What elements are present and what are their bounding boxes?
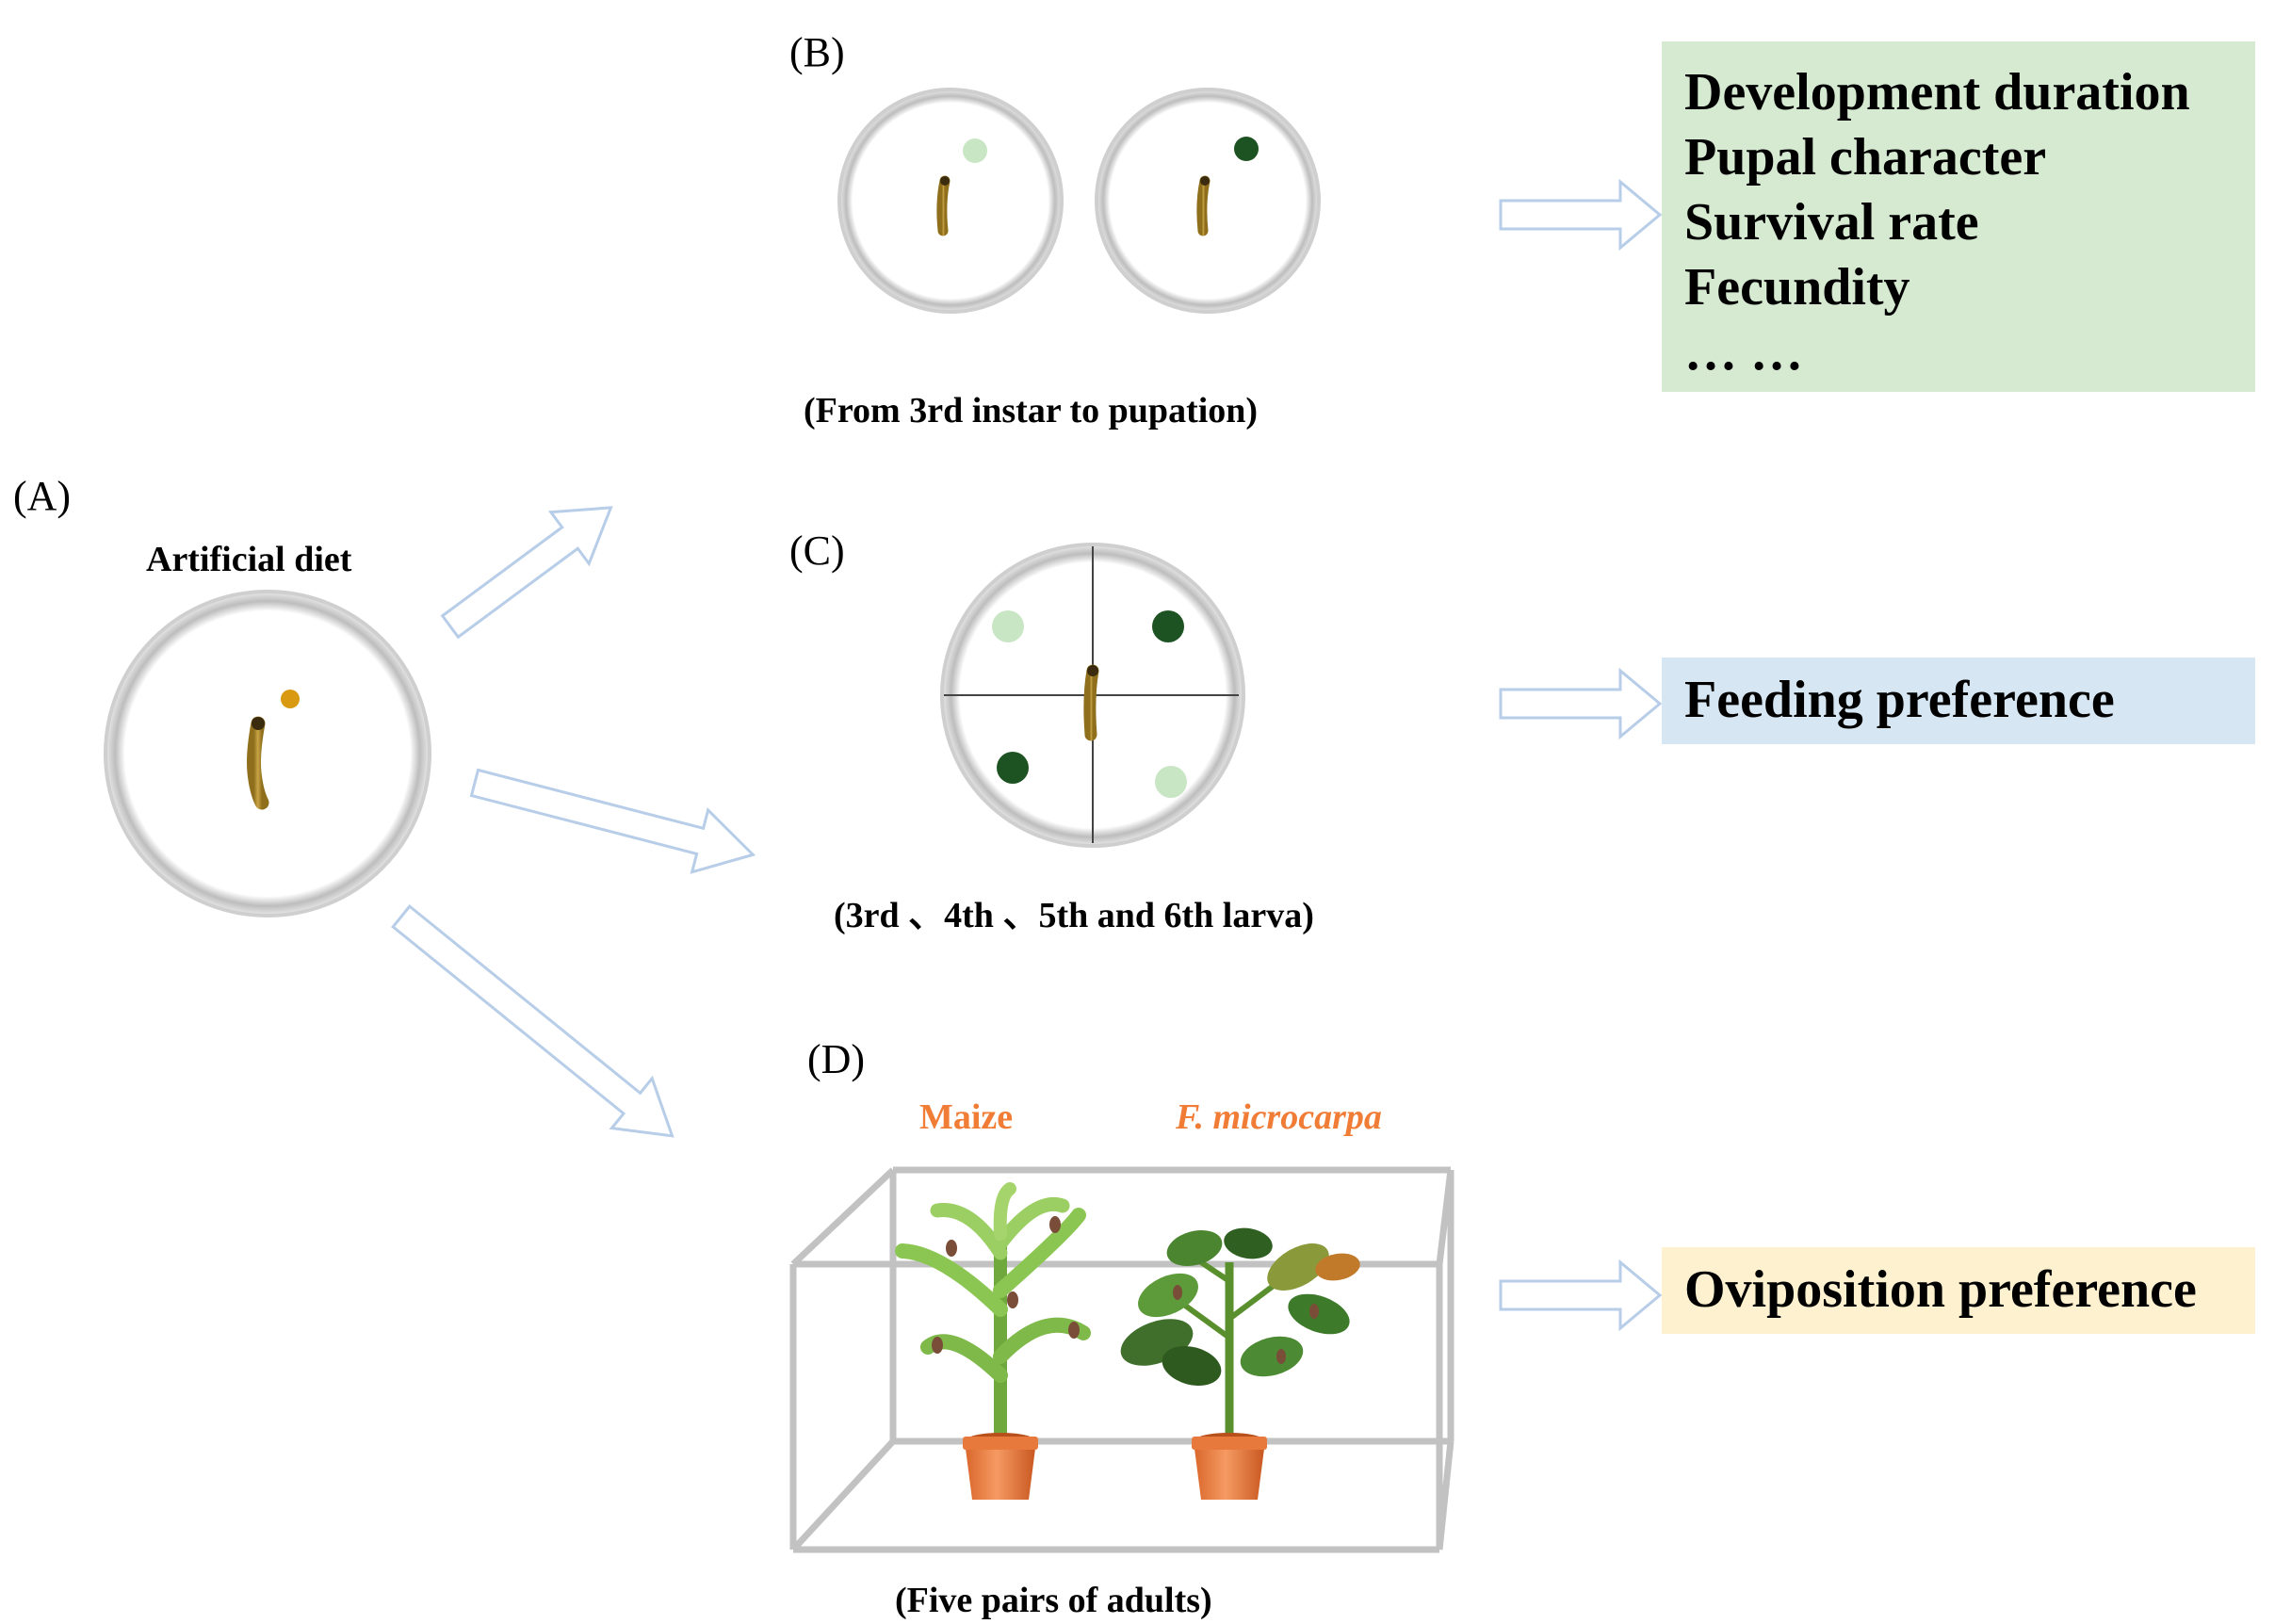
dark-leaf-disc-bl: [997, 752, 1029, 784]
arrow-c-to-results: [1499, 667, 1663, 740]
panel-a-caption: Artificial diet: [146, 540, 352, 579]
growth-results-box: Development duration Pupal character Sur…: [1662, 41, 2255, 392]
petri-dish-a: [104, 590, 431, 918]
larva-a: [247, 716, 269, 810]
plant-label-ficus: F. microcarpa: [1176, 1097, 1382, 1137]
panel-a-letter: (A): [13, 473, 72, 519]
oviposition-results-box: Oviposition preference: [1662, 1247, 2255, 1334]
panel-c-letter: (C): [789, 528, 845, 574]
diet-pellet: [281, 690, 300, 708]
arrow-to-c: [469, 768, 756, 874]
maize-plant: [895, 1182, 1091, 1441]
panel-b-letter: (B): [789, 29, 845, 75]
result-fecundity: Fecundity: [1684, 258, 1910, 317]
dark-leaf-disc-tr: [1152, 610, 1184, 642]
result-feeding-preference: Feeding preference: [1684, 671, 2115, 729]
panel-d-letter: (D): [807, 1036, 866, 1082]
panel-d-caption: (Five pairs of adults): [895, 1581, 1212, 1620]
light-leaf-disc: [963, 138, 987, 163]
light-leaf-disc-tl: [992, 610, 1024, 642]
petri-dish-b-light: [837, 88, 1064, 314]
petri-dish-b-dark: [1095, 88, 1321, 314]
ficus-plant: [1120, 1227, 1360, 1441]
arrow-b-to-results: [1499, 178, 1663, 252]
result-survival-rate: Survival rate: [1684, 193, 1979, 252]
arrow-d-to-results: [1499, 1259, 1663, 1332]
result-ellipsis: … …: [1684, 323, 1803, 382]
panel-b-caption: (From 3rd instar to pupation): [804, 391, 1259, 430]
feeding-results-box: Feeding preference: [1662, 658, 2255, 744]
petri-dish-c: [940, 543, 1245, 848]
arrow-to-d: [391, 904, 674, 1138]
maize-pot: [963, 1433, 1038, 1500]
result-oviposition-preference: Oviposition preference: [1684, 1260, 2197, 1319]
ficus-pot: [1192, 1433, 1267, 1500]
panel-c-caption: (3rd 、4th 、5th and 6th larva): [834, 896, 1314, 935]
result-pupal-character: Pupal character: [1684, 128, 2047, 187]
plant-label-maize: Maize: [919, 1097, 1014, 1137]
arrow-to-b: [440, 506, 613, 640]
dark-leaf-disc: [1234, 137, 1259, 161]
result-development-duration: Development duration: [1684, 63, 2190, 122]
oviposition-cage: [789, 1166, 1454, 1553]
light-leaf-disc-br: [1155, 766, 1187, 798]
